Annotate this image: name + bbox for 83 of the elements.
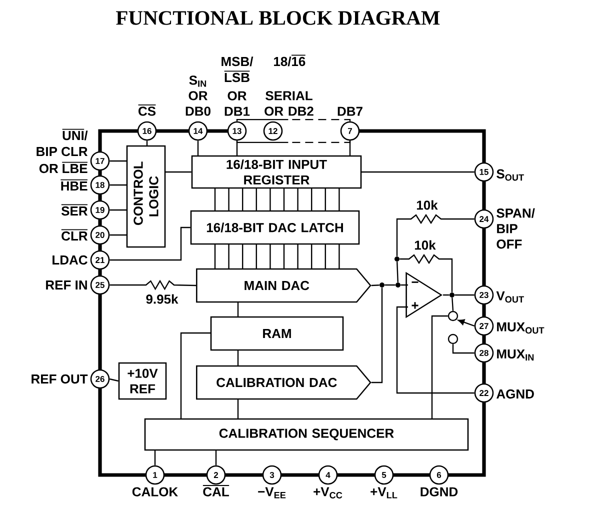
resistor-line (110, 280, 196, 290)
pin-label: CS (138, 104, 156, 116)
pin-label: MSB/ (222, 56, 254, 66)
serial-bus-line (236, 140, 351, 144)
pin-label: S$_{OUT}$ (496, 169, 524, 181)
pin-label: CAL (202, 485, 230, 496)
connection-line (400, 284, 408, 286)
dac-latch-box: 16/18-BIT DAC LATCH (190, 210, 360, 245)
dac-block: CALIBRATION DAC (196, 365, 372, 400)
connection-line (197, 140, 199, 156)
pin-label: +V$_{CC}$ (314, 487, 342, 498)
connection-line (110, 226, 190, 261)
pin-label: REF OUT (32, 374, 88, 384)
pin-label: −V$_{EE}$ (258, 487, 286, 498)
connection-line (110, 209, 127, 211)
connection-line (361, 171, 474, 173)
pin-label: AGND (496, 389, 534, 399)
pin-label: OR (39, 164, 58, 174)
pin-label: CALOK (132, 487, 178, 496)
bus-lines (214, 187, 340, 212)
pin-label: HBE (60, 179, 88, 190)
connection-line (180, 332, 211, 419)
resistor-value: 10k (415, 199, 439, 211)
dac-block: MAIN DAC (196, 268, 372, 303)
pin-label: 16 (291, 54, 306, 66)
connection-line (110, 234, 127, 236)
pin-label: LBE (62, 162, 88, 173)
pin-label: V$_{OUT}$ (496, 291, 524, 303)
input-register-box: 16/18-BIT INPUT REGISTER (191, 155, 362, 189)
control-logic-box: CONTROL LOGIC (126, 145, 166, 248)
connection-line (110, 184, 127, 186)
pin-label: DGND (420, 487, 458, 496)
connection-line (431, 315, 448, 419)
connection-line (371, 284, 380, 286)
connection-line (146, 140, 148, 146)
connection-line (452, 344, 474, 354)
ram-box: RAM (210, 316, 344, 351)
connection-line (237, 302, 239, 317)
connection-line (452, 298, 454, 311)
resistor-line (396, 214, 474, 256)
resistor-value: 9.95k (144, 293, 180, 305)
switch-contact (448, 310, 458, 322)
connection-line (110, 160, 127, 162)
connection-line (454, 294, 474, 296)
bus-lines (214, 243, 340, 270)
resistor-line (400, 254, 453, 292)
pin-label: S$_{IN}$ OR DB0 (186, 76, 210, 116)
pin-label: DB7 (338, 106, 362, 116)
pin-label: LSB (224, 70, 250, 82)
connection-line (165, 171, 192, 173)
connection-line (237, 399, 239, 419)
connection-line (154, 450, 156, 466)
pin-label: LDAC (52, 255, 88, 265)
connection-line (396, 306, 474, 394)
switch-arm (458, 319, 475, 327)
resistor-value: 10k (413, 239, 437, 251)
title: FUNCTIONAL BLOCK DIAGRAM (116, 11, 440, 25)
pin-label: / (84, 130, 88, 140)
pin-label: 18/ (274, 56, 292, 66)
connection-line (396, 262, 398, 282)
pin-label: SERIAL OR DB2 (264, 91, 314, 116)
connection-line (237, 350, 239, 366)
pin-label: UNI (62, 128, 85, 140)
pin-label: SPAN/ BIP OFF (496, 208, 535, 249)
pin-label: +V$_{LL}$ (370, 487, 398, 498)
pin-label: OR DB1 (224, 91, 250, 116)
connection-line (349, 140, 351, 156)
connection-line (384, 284, 396, 286)
pin-label: BIP CLR (36, 146, 88, 156)
connection-line (110, 378, 118, 382)
pin-label: SER (60, 204, 88, 216)
reference-box: +10V REF (118, 362, 167, 400)
connection-line (236, 140, 238, 156)
sequencer-box: CALIBRATION SEQUENCER (144, 418, 469, 451)
connection-line (443, 294, 450, 296)
connection-line (371, 288, 383, 384)
pin-label: CLR (60, 229, 88, 241)
serial-bus-line (236, 118, 351, 122)
pin-label: REF IN (46, 280, 87, 290)
switch-contact (448, 334, 458, 344)
pin-label: MUX$_{OUT}$ (497, 322, 544, 334)
connection-line (215, 450, 217, 466)
pin-label: MUX$_{IN}$ (497, 349, 534, 361)
